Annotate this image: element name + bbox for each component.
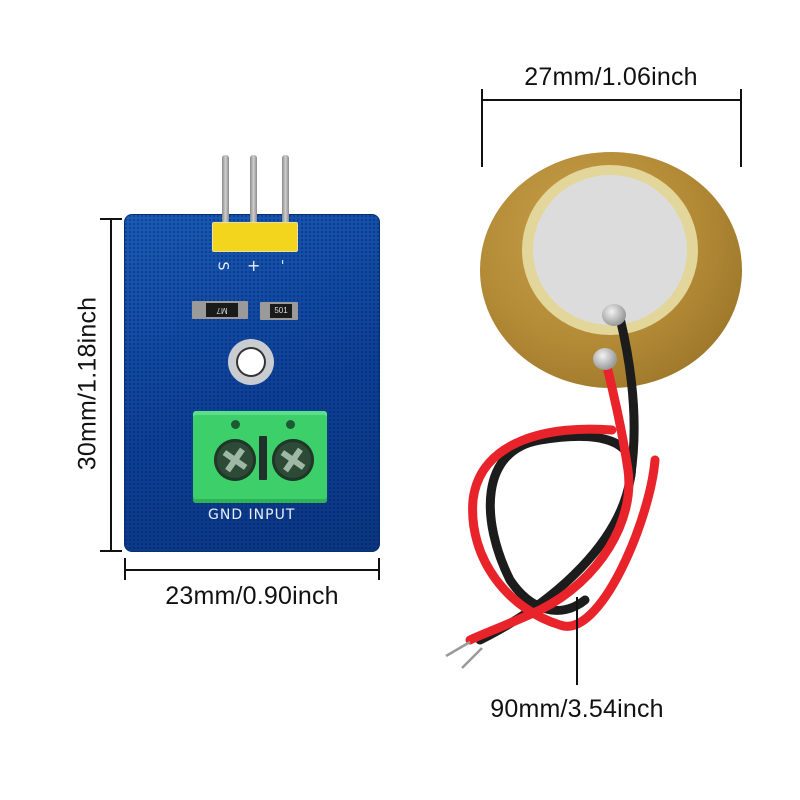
height-dimension-cap-top — [100, 218, 122, 220]
header-pin-minus — [282, 155, 289, 233]
height-dimension-line — [110, 219, 112, 551]
terminal-dot-right — [286, 420, 295, 429]
solder-joint-ceramic — [602, 304, 626, 326]
terminal-divider — [259, 436, 267, 480]
pin-header-block — [212, 222, 298, 252]
height-dimension-cap-bottom — [100, 550, 122, 552]
lead-length-pointer-line — [576, 597, 578, 685]
terminal-label: GND INPUT — [208, 507, 296, 523]
screw-gnd — [214, 439, 256, 481]
diameter-dimension-line — [481, 99, 742, 101]
diameter-dimension-label: 27mm/1.06inch — [524, 63, 698, 91]
lead-length-dimension-label: 90mm/3.54inch — [490, 695, 664, 723]
screw-input — [272, 439, 314, 481]
width-dimension-label: 23mm/0.90inch — [165, 582, 339, 610]
header-pin-s — [222, 155, 229, 233]
smd-diode: M7 — [192, 301, 248, 319]
smd-resistor-body: 501 — [270, 304, 292, 318]
solder-joint-brass — [593, 348, 617, 370]
width-dimension-line — [124, 569, 380, 571]
diameter-dimension-cap-left — [481, 89, 483, 167]
diameter-dimension-cap-right — [740, 89, 742, 167]
terminal-dot-left — [231, 420, 240, 429]
header-pin-plus — [250, 155, 257, 233]
width-dimension-cap-right — [378, 558, 380, 580]
pin-label-plus: + — [247, 256, 261, 275]
ceramic-element — [533, 175, 687, 325]
width-dimension-cap-left — [124, 558, 126, 580]
mounting-hole — [238, 349, 264, 375]
smd-resistor: 501 — [260, 302, 298, 320]
